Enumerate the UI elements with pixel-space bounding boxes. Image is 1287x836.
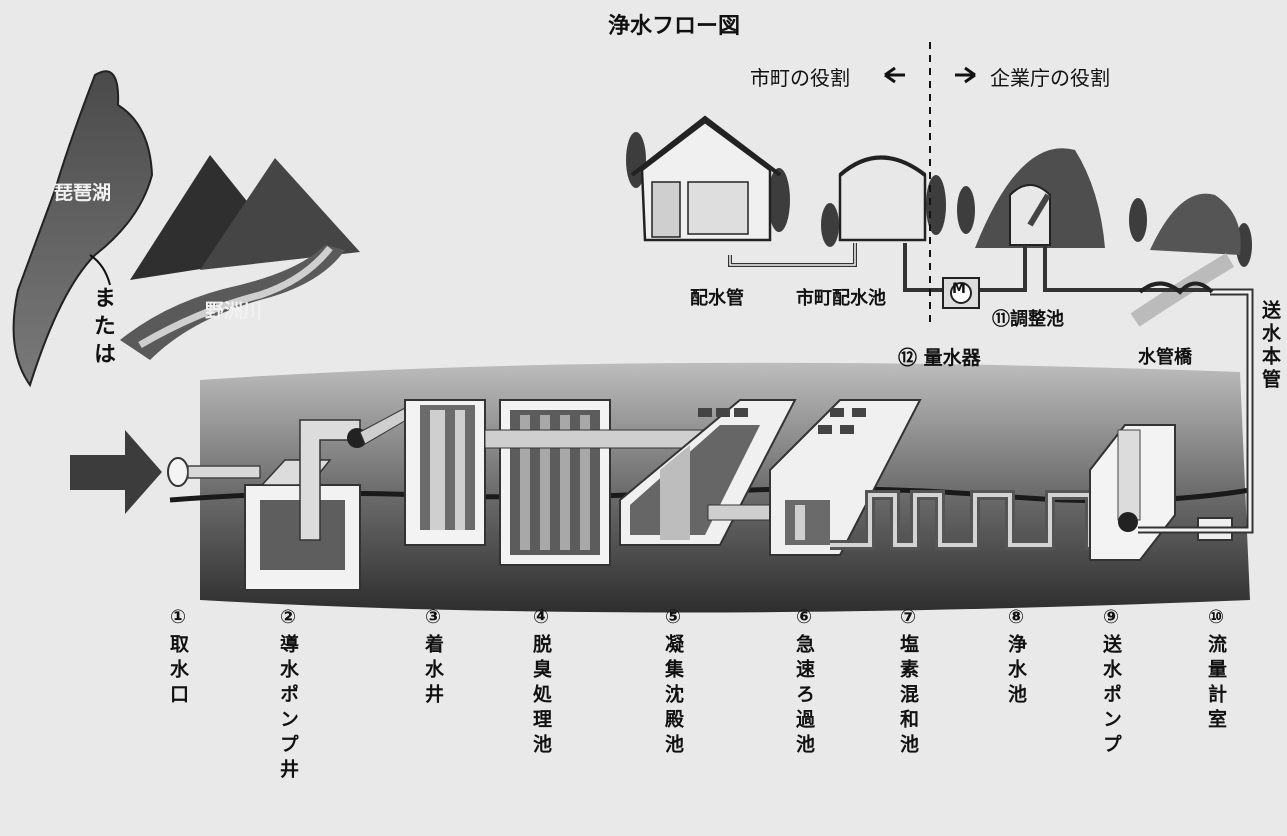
stage-7-label: ⑦塩素混和池 [897,606,919,759]
water-meter-label: ⑫ 量水器 [898,347,981,369]
stage-6-label: ⑥急速ろ過池 [793,606,815,759]
lake-pointer [89,254,111,286]
distribution-area [626,115,1252,327]
rapid-filtration-structure [769,399,922,556]
city-role-label: 市町の役割 [750,66,850,90]
distribution-pipe-label: 配水管 [690,288,744,309]
pump-well-structure [244,399,421,591]
deodorization-structure [484,399,721,566]
receiving-well-structure [404,399,486,546]
stage-8-label: ⑧浄水池 [1005,606,1027,709]
stage-5-label: ⑤凝集沈殿池 [662,606,684,759]
transmission-pump-structure [1089,424,1176,561]
meter-symbol: M [952,281,966,297]
or-label: または [90,286,115,370]
mountain-right [200,158,360,270]
agency-role-label: 企業庁の役割 [990,66,1110,90]
lake-label: 琵琶湖 [54,182,112,204]
arrow-right [955,66,976,84]
stage-1-label: ①取水口 [167,606,189,709]
river-label: 野洲川 [205,300,263,322]
adjusting-pond-label: ⑪調整池 [992,309,1064,330]
stage-4-label: ④脱臭処理池 [530,606,552,759]
stage-3-label: ③着水井 [422,606,444,709]
stage-2-label: ②導水ポンプ井 [277,606,299,784]
coagulation-basin-structure [619,399,797,546]
aqueduct-bridge-label: 水管橋 [1138,347,1192,368]
arrow-left [884,66,905,84]
main-pipe-label: 送水本管 [1259,300,1281,392]
intake-arrow [70,430,162,514]
lake-shape [12,70,154,388]
city-reservoir [838,156,927,242]
river [138,245,333,349]
stage-10-label: ⑩流量計室 [1205,606,1227,734]
diagram-title: 浄水フロー図 [608,14,741,39]
stage-9-label: ⑨送水ポンプ [1100,606,1122,759]
city-reservoir-label: 市町配水池 [796,288,886,309]
